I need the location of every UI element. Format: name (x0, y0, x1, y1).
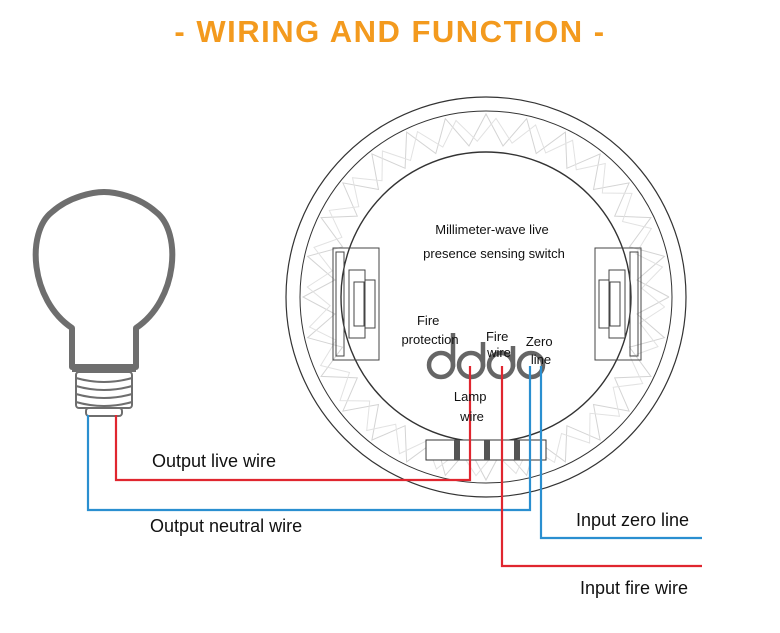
terminal-label-zero-line: Zero line (526, 334, 556, 367)
switch-device-icon (285, 96, 687, 498)
ring-zigzag (301, 112, 670, 482)
zero-line-line1: Zero (526, 334, 553, 349)
label-output-live-wire: Output live wire (152, 451, 276, 471)
terminal-label-fire-protection: Fire protection (401, 313, 458, 347)
fire-protection-line1: Fire (417, 313, 439, 328)
ring-zigzag-offset (306, 117, 666, 477)
device-ring-pattern (301, 112, 670, 482)
terminal-label-lamp-wire: Lamp wire (454, 389, 490, 424)
device-label-line2: presence sensing switch (423, 246, 565, 261)
device-ring-inner-edge (299, 110, 673, 484)
terminal-label-fire-wire: Fire wire (486, 329, 512, 360)
left-mount-clip (332, 247, 380, 361)
bulb-glass (32, 189, 176, 370)
light-bulb-icon (32, 189, 176, 417)
zero-line-line2: line (531, 352, 551, 367)
bulb-base-collar (72, 365, 136, 372)
right-mount-clip (594, 247, 642, 361)
terminal-block (425, 439, 547, 461)
device-label-line1: Millimeter-wave live (435, 222, 548, 237)
lamp-wire-line2: wire (459, 409, 484, 424)
device-outer-ring (285, 96, 687, 498)
label-input-fire-wire: Input fire wire (580, 578, 688, 598)
output-neutral-wire (86, 366, 532, 512)
page-title: - WIRING AND FUNCTION - (174, 14, 606, 49)
input-fire-wire (500, 366, 702, 568)
output-live-wire (114, 366, 472, 482)
bulb-contact (85, 407, 123, 417)
label-output-neutral-wire: Output neutral wire (150, 516, 302, 536)
fire-wire-line2: wire (486, 345, 511, 360)
input-zero-wire (539, 366, 702, 540)
fire-wire-line1: Fire (486, 329, 508, 344)
lamp-wire-line1: Lamp (454, 389, 487, 404)
label-input-zero-line: Input zero line (576, 510, 689, 530)
fire-protection-line2: protection (401, 332, 458, 347)
